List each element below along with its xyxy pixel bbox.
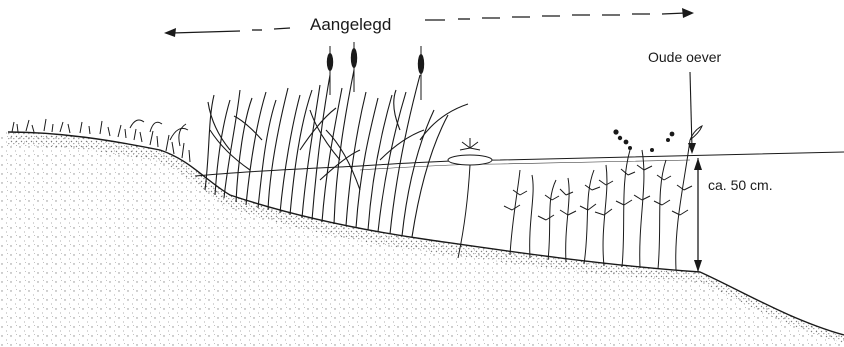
old-bank-arrow [688,72,696,154]
floating-plant [448,138,492,258]
depth-dimension-arrow [694,158,702,272]
cattail-stems [330,42,421,100]
cattail-heads [327,48,424,74]
constructed-extent-arrow [164,8,694,37]
submerged-plants [504,126,702,270]
label-oude-oever: Oude oever [648,49,721,65]
water-surface-line-lower [360,160,690,170]
label-aangelegd: Aangelegd [310,15,391,34]
label-depth: ca. 50 cm. [708,177,773,193]
flower-heads [613,129,674,152]
